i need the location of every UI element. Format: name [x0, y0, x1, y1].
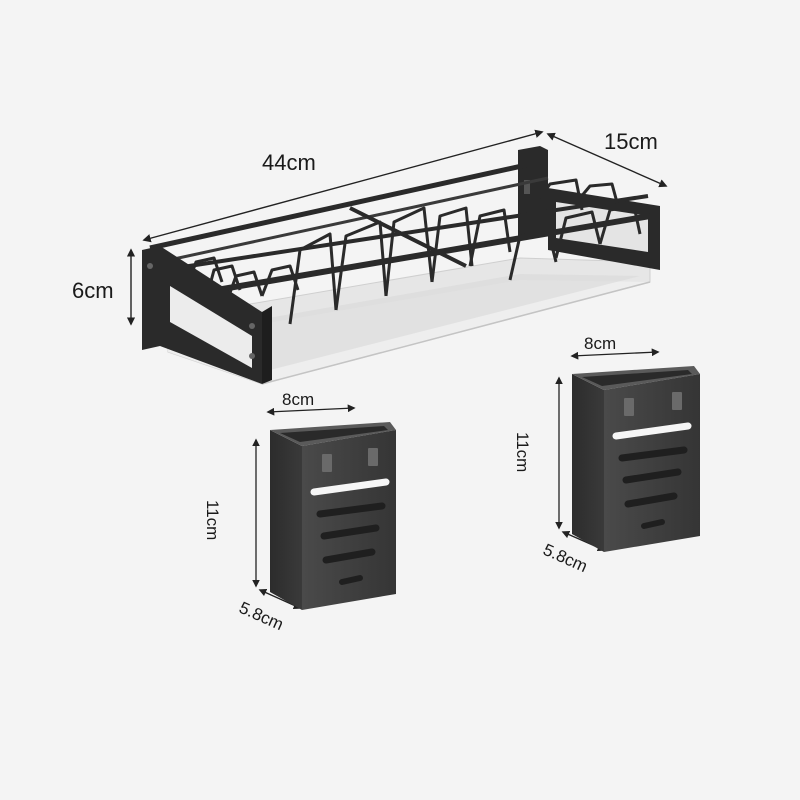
right-holder-width-label: 8cm — [584, 334, 617, 353]
right-holder-slots — [612, 422, 692, 529]
rack-depth-label: 15cm — [604, 129, 658, 154]
left-holder-height-label: 11cm — [203, 500, 222, 541]
rack-left-frame — [142, 246, 272, 384]
utensil-holder-left — [252, 404, 396, 610]
rack-length-label: 44cm — [262, 150, 316, 175]
rack-height-label: 6cm — [72, 278, 114, 303]
left-holder-width-label: 8cm — [282, 390, 315, 409]
rack-dimension-lines — [126, 129, 668, 326]
dish-rack — [142, 146, 660, 385]
right-holder-height-label: 11cm — [513, 432, 532, 473]
left-holder-width-line — [266, 404, 356, 416]
rack-length-line — [142, 129, 544, 243]
right-holder-width-line — [570, 348, 660, 360]
rack-depth-line — [546, 132, 668, 188]
drip-tray — [167, 257, 651, 385]
utensil-holder-right — [555, 348, 700, 552]
left-holder-slots — [310, 478, 390, 585]
